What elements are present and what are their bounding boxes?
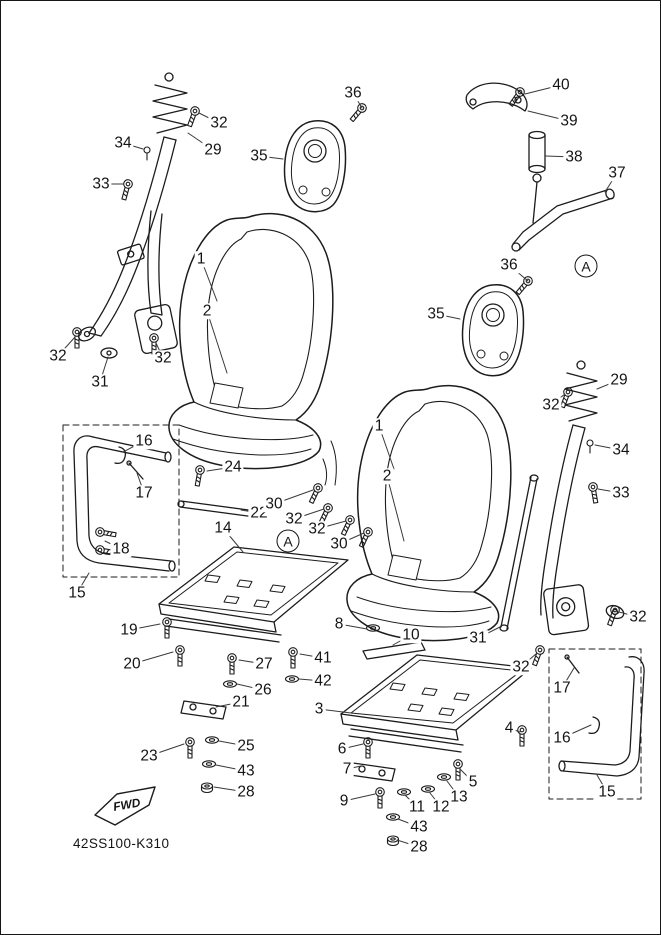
grab-handle-assembly bbox=[465, 82, 615, 252]
callout-32: 32 bbox=[510, 658, 532, 676]
callout-30: 30 bbox=[328, 535, 350, 553]
callout-42: 42 bbox=[312, 672, 334, 690]
callout-35: 35 bbox=[425, 305, 447, 323]
callout-18: 18 bbox=[110, 540, 132, 558]
callout-17: 17 bbox=[133, 484, 155, 502]
callout-26: 26 bbox=[252, 681, 274, 699]
callout-5: 5 bbox=[466, 773, 480, 791]
bolt-24 bbox=[192, 464, 206, 488]
callout-15: 15 bbox=[596, 783, 618, 801]
seat-base-plate-left bbox=[158, 546, 349, 643]
callout-34: 34 bbox=[112, 134, 134, 152]
callout-7: 7 bbox=[340, 760, 354, 778]
seatbelt-left bbox=[72, 72, 202, 359]
fwd-label: FWD bbox=[112, 795, 142, 814]
callout-10: 10 bbox=[400, 626, 422, 644]
side-frame-right bbox=[558, 654, 645, 777]
callout-31: 31 bbox=[467, 629, 489, 647]
spring-29-left bbox=[152, 84, 188, 134]
detail-view-label-A-0: A bbox=[574, 254, 598, 278]
hook-16-right bbox=[588, 716, 601, 735]
pin-17-right bbox=[564, 654, 580, 674]
belt-guides bbox=[306, 440, 375, 549]
stay-22 bbox=[177, 500, 259, 518]
callout-32: 32 bbox=[627, 608, 649, 626]
callout-36: 36 bbox=[498, 256, 520, 274]
callout-40: 40 bbox=[550, 76, 572, 94]
callout-35: 35 bbox=[248, 147, 270, 165]
callout-31: 31 bbox=[89, 373, 111, 391]
side-frame-left bbox=[73, 435, 176, 572]
callout-2: 2 bbox=[200, 302, 214, 320]
seat-right bbox=[346, 384, 512, 642]
bracket-21 bbox=[180, 700, 227, 720]
callout-23: 23 bbox=[138, 747, 160, 765]
headrest-bracket-right bbox=[461, 283, 525, 377]
bolt-36-left bbox=[347, 101, 369, 124]
callout-33: 33 bbox=[90, 175, 112, 193]
callout-33: 33 bbox=[610, 484, 632, 502]
callout-13: 13 bbox=[448, 788, 470, 806]
rod-31-right bbox=[499, 474, 539, 632]
drawing-code: 42SS100-K310 bbox=[73, 836, 170, 851]
callout-43: 43 bbox=[408, 818, 430, 836]
callout-19: 19 bbox=[118, 621, 140, 639]
callout-27: 27 bbox=[253, 655, 275, 673]
callout-32: 32 bbox=[208, 114, 230, 132]
anchor-31-left bbox=[100, 347, 118, 359]
callout-39: 39 bbox=[558, 112, 580, 130]
callout-2: 2 bbox=[380, 467, 394, 485]
callout-11: 11 bbox=[406, 798, 428, 816]
detail-box-right bbox=[548, 648, 642, 800]
callout-24: 24 bbox=[222, 458, 244, 476]
callout-32: 32 bbox=[152, 349, 174, 367]
callout-6: 6 bbox=[335, 740, 349, 758]
callout-29: 29 bbox=[608, 371, 630, 389]
callout-34: 34 bbox=[610, 441, 632, 459]
callout-12: 12 bbox=[430, 798, 452, 816]
callout-15: 15 bbox=[66, 584, 88, 602]
callout-16: 16 bbox=[133, 432, 155, 450]
callout-28: 28 bbox=[408, 838, 430, 856]
retractor-right bbox=[543, 584, 590, 636]
callout-25: 25 bbox=[235, 737, 257, 755]
callout-32: 32 bbox=[47, 347, 69, 365]
headrest-bracket-left bbox=[283, 119, 347, 213]
seatbelt-right bbox=[499, 360, 625, 668]
callout-4: 4 bbox=[502, 719, 516, 737]
callout-21: 21 bbox=[230, 693, 252, 711]
callout-38: 38 bbox=[563, 148, 585, 166]
fwd-arrow: FWD bbox=[94, 786, 156, 826]
callout-1: 1 bbox=[372, 417, 386, 435]
callout-20: 20 bbox=[121, 655, 143, 673]
callout-43: 43 bbox=[235, 762, 257, 780]
callout-36: 36 bbox=[342, 84, 364, 102]
callout-28: 28 bbox=[235, 783, 257, 801]
damper-38 bbox=[528, 130, 546, 224]
hook-16-left bbox=[114, 446, 127, 465]
callout-8: 8 bbox=[332, 615, 346, 633]
callout-32: 32 bbox=[540, 396, 562, 414]
callout-14: 14 bbox=[212, 519, 234, 537]
callout-29: 29 bbox=[202, 141, 224, 159]
spring-29-right bbox=[564, 372, 598, 422]
support-plate-10 bbox=[362, 641, 426, 660]
pin-17-left bbox=[126, 460, 144, 480]
callout-41: 41 bbox=[312, 649, 334, 667]
callout-32: 32 bbox=[283, 510, 305, 528]
callout-37: 37 bbox=[606, 164, 628, 182]
detail-view-label-A-1: A bbox=[276, 529, 300, 553]
callout-17: 17 bbox=[551, 679, 573, 697]
buckle-left bbox=[116, 243, 145, 266]
callout-1: 1 bbox=[194, 250, 208, 268]
seat-left bbox=[168, 212, 334, 470]
bracket-7 bbox=[349, 762, 396, 782]
callout-30: 30 bbox=[263, 495, 285, 513]
wire-stay-37 bbox=[511, 188, 615, 252]
callout-9: 9 bbox=[337, 792, 351, 810]
callout-16: 16 bbox=[551, 729, 573, 747]
callout-32: 32 bbox=[306, 520, 328, 538]
callout-3: 3 bbox=[312, 700, 326, 718]
